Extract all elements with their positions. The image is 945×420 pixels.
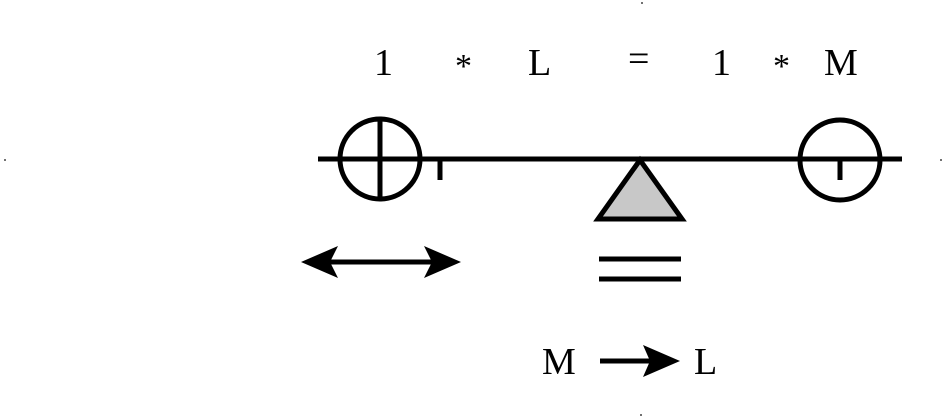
equation-left-variable: L	[528, 42, 552, 84]
corner-dot-left	[4, 159, 6, 161]
equation-right-coefficient: 1	[712, 42, 731, 84]
double-headed-arrow-icon	[301, 246, 461, 278]
equation-right-operator: *	[773, 48, 790, 85]
corner-dot-top	[641, 2, 643, 4]
equation-left-operator: *	[455, 48, 472, 85]
circle-tick-icon	[797, 117, 883, 203]
conversion-from-label: M	[542, 341, 576, 383]
corner-dot-bottom	[640, 414, 642, 416]
right-arrow-icon	[600, 345, 680, 377]
corner-dot-right	[940, 159, 942, 161]
equation-left-coefficient: 1	[374, 42, 393, 84]
fulcrum-triangle	[593, 155, 687, 222]
equation-right-variable: M	[824, 42, 858, 84]
equilibrium-bars-icon	[599, 256, 681, 282]
circle-plus-icon	[337, 116, 423, 202]
conversion-to-label: L	[694, 341, 718, 383]
equation-equals-sign: =	[628, 38, 650, 80]
